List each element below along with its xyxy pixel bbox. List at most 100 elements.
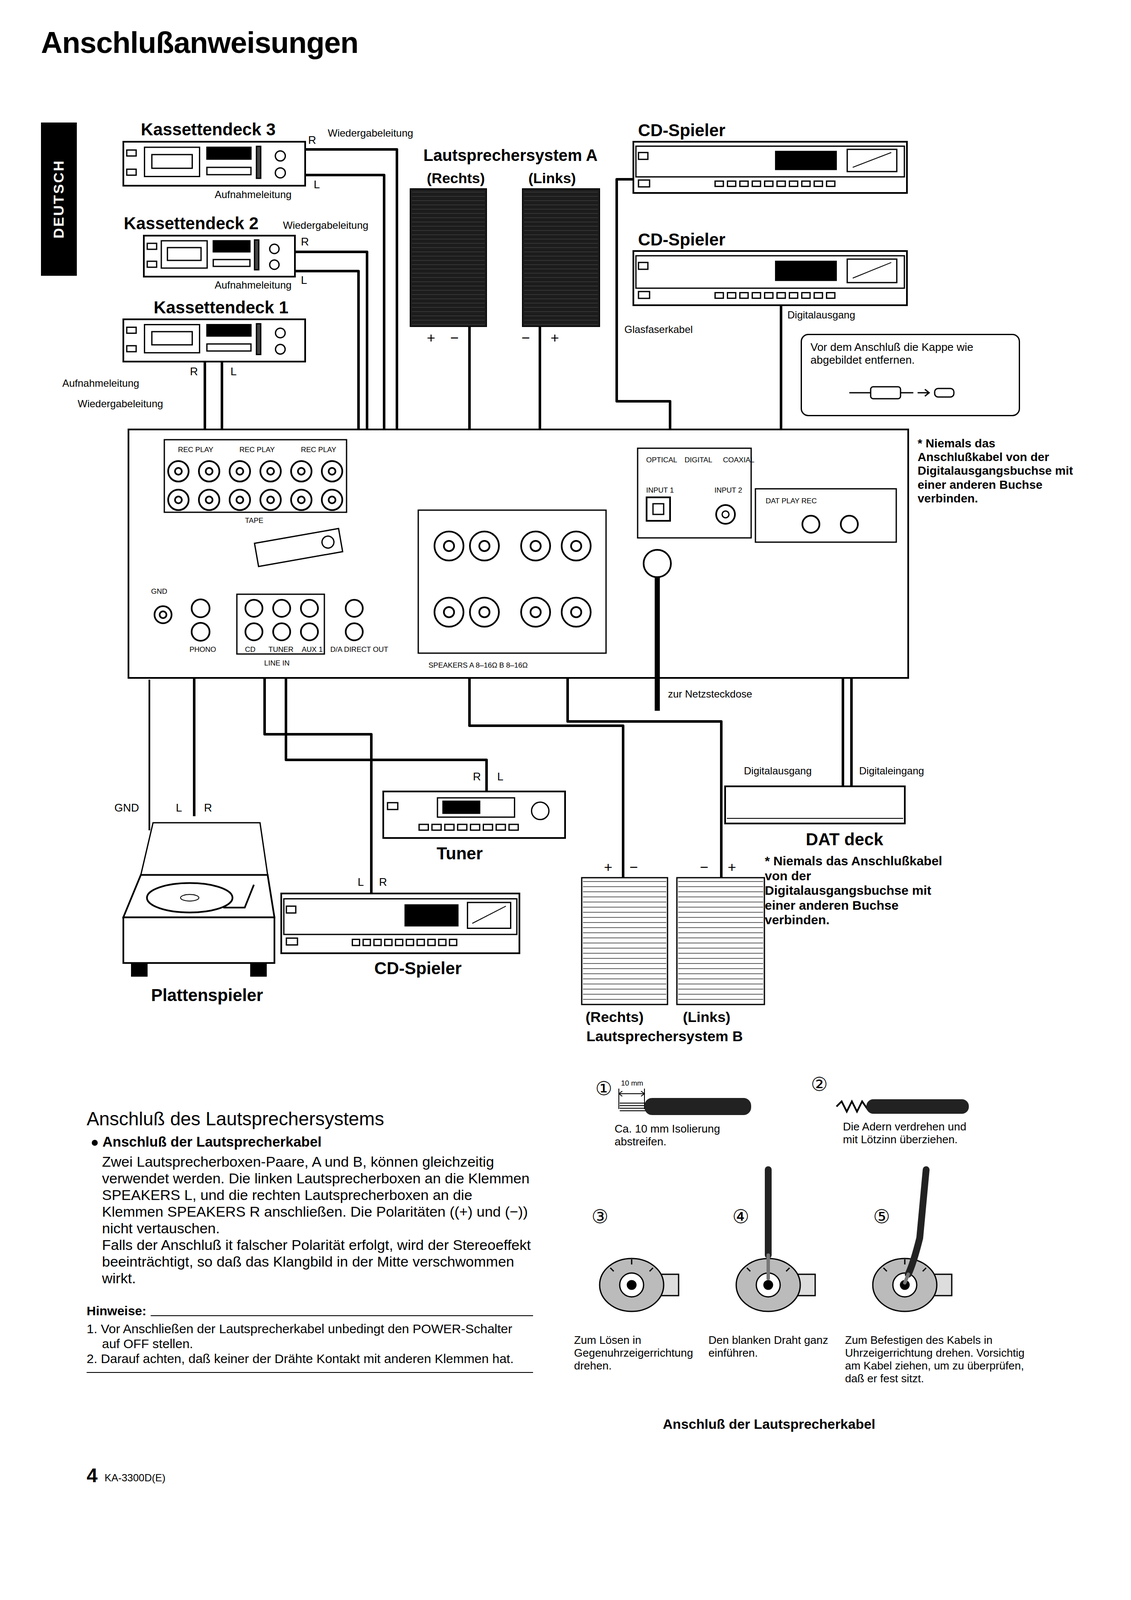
panel-label: TAPE [244, 516, 264, 525]
device-box: Kassettendeck 2 [142, 234, 296, 278]
text-label: Anschluß des Lautsprechersystems [86, 1107, 385, 1130]
panel-label: LINE IN [264, 658, 290, 668]
device-box: Tuner [382, 790, 566, 839]
text-label: R [204, 801, 213, 815]
device-box: Plattenspieler [122, 816, 276, 980]
cable-label: Glasfaserkabel [623, 323, 694, 336]
text-label: KA-3300D(E) [104, 1471, 166, 1484]
figure-caption: Anschluß der Lautsprecherkabel [662, 1416, 876, 1432]
cable-label: Aufnahmeleitung [213, 188, 293, 201]
cable-label: Digitaleingang [857, 764, 926, 777]
cable-label: Wiedergabeleitung [281, 219, 370, 232]
text-label: R [308, 134, 317, 147]
panel-label: REC PLAY [300, 445, 337, 455]
text-label: Die Adern verdrehen und mit Lötzinn über… [842, 1120, 971, 1146]
cable-label: Digitalausgang [786, 308, 857, 321]
device-label: Kassettendeck 3 [140, 119, 276, 140]
device-label: Tuner [436, 843, 483, 863]
device-drawing [280, 892, 521, 954]
cable-line [850, 678, 853, 786]
text-label: ① [595, 1077, 613, 1100]
bullet [91, 1139, 98, 1146]
text-label: R [189, 365, 199, 379]
text-label: Den blanken Draht ganz einführen. [708, 1333, 833, 1360]
cable-line [469, 678, 624, 878]
device-drawing [632, 250, 908, 307]
text-label: − [629, 858, 639, 876]
text-label: Falls der Anschluß it falscher Polarität… [102, 1236, 534, 1287]
text-label: + [550, 329, 560, 347]
text-label: * Niemals das Anschlußkabel von der Digi… [764, 853, 945, 928]
text-label: 10 mm [620, 1078, 644, 1088]
device-drawing [724, 785, 906, 825]
device-drawing [676, 877, 765, 1005]
text-label: Zum Befestigen des Kabels in Uhrzeigerri… [845, 1333, 1029, 1385]
text-label: Zwei Lautsprecherboxen-Paare, A und B, k… [102, 1153, 534, 1237]
text-label: ③ [591, 1205, 609, 1228]
digital-jacks [637, 448, 897, 543]
text-label: Hinweise: [86, 1303, 147, 1319]
text-label: R [472, 770, 481, 784]
cable-line [779, 306, 783, 429]
cable-line [192, 678, 196, 817]
text-label: L [357, 875, 364, 889]
speaker-terminals [418, 510, 607, 653]
panel-label: PHONO [189, 645, 216, 654]
device-drawing [122, 140, 307, 187]
panel-label: AUX 1 [301, 645, 323, 654]
text-label: − [699, 858, 709, 876]
text-label: L [497, 770, 504, 784]
device-box: Kassettendeck 1 [122, 318, 307, 363]
text-label: + [426, 329, 436, 347]
text-label: Lautsprechersystem A [423, 146, 598, 166]
device-box: (Links) [522, 188, 600, 327]
device-box: CD-Spieler [632, 140, 908, 194]
device-box: (Rechts) [410, 188, 487, 327]
cable-label: Digitalausgang [742, 764, 814, 777]
device-label: Plattenspieler [151, 985, 263, 1005]
cable-label: Aufnahmeleitung [61, 377, 141, 390]
text-label: R [378, 875, 388, 889]
device-box: (Links) [676, 877, 765, 1005]
text-label: * Niemals das Anschlußkabel von der Digi… [917, 436, 1076, 506]
device-drawing [410, 188, 487, 327]
device-label: DAT deck [805, 829, 884, 849]
speaker-cables [768, 1169, 927, 1283]
device-box: Kassettendeck 3 [122, 140, 307, 187]
ground-wire [148, 679, 151, 831]
cable-line [468, 326, 471, 429]
text-label: ⑤ [873, 1205, 890, 1228]
device-drawing [142, 234, 296, 278]
panel-label: GND [151, 587, 168, 596]
cable-label: Wiedergabeleitung [326, 127, 415, 140]
device-label: (Links) [528, 169, 576, 187]
panel-label: REC PLAY [177, 445, 214, 455]
panel-label: SPEAKERS A 8–16Ω B 8–16Ω [428, 661, 528, 670]
text-label: DEUTSCH [50, 159, 68, 239]
device-drawing [122, 816, 276, 980]
amplifier-panel: REC PLAYREC PLAYREC PLAYTAPEGNDPHONOCDTU… [127, 428, 910, 679]
rule-line [86, 1371, 534, 1373]
text-label: Lautsprechersystem B [586, 1027, 744, 1045]
device-label: (Links) [682, 1008, 731, 1026]
cable-line [306, 149, 397, 429]
panel-label: DIGITAL [684, 455, 713, 465]
panel-label: OPTICAL [646, 455, 678, 465]
text-label: GND [114, 801, 140, 815]
text-label: Zum Lösen in Gegenuhrzeigerrichtung dreh… [574, 1333, 703, 1373]
panel-label: INPUT 2 [714, 486, 743, 495]
text-label: ② [810, 1073, 828, 1096]
device-drawing [632, 140, 908, 194]
cable-line [841, 678, 845, 786]
device-box: CD-Spieler [632, 250, 908, 307]
terminal-posts [599, 1258, 952, 1312]
device-label: (Rechts) [426, 169, 485, 187]
text-label: + [603, 858, 613, 876]
text-label: zur Netzsteckdose [667, 687, 753, 700]
device-drawing [581, 877, 668, 1005]
panel-label: CD [244, 645, 256, 654]
device-box: (Rechts) [581, 877, 668, 1005]
cable-line [567, 678, 722, 878]
tape-jacks [164, 439, 347, 513]
